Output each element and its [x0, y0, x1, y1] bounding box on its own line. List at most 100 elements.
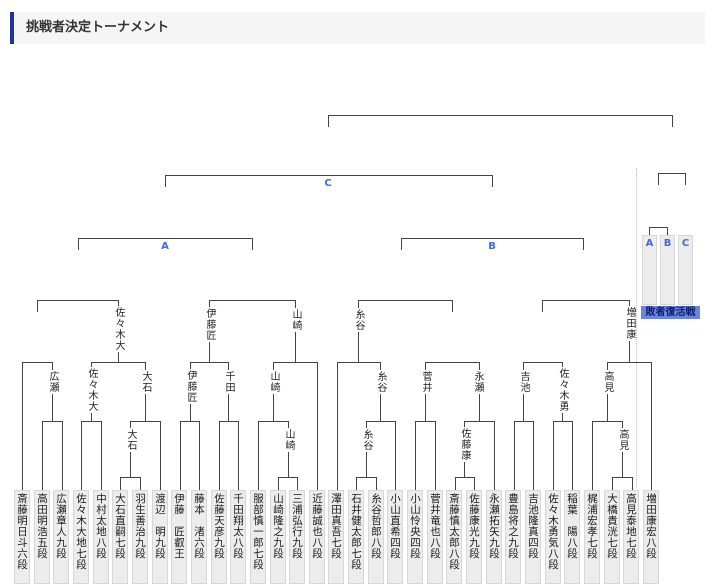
- player-box: 山崎隆之九段: [270, 490, 286, 584]
- player-box-text: 澤田真吾七段: [330, 493, 342, 559]
- bracket-line-vertical: [297, 477, 299, 490]
- player-box-text: 永瀬拓矢九段: [488, 493, 500, 559]
- player-box: 佐藤康光九段: [466, 490, 482, 584]
- bracket-line-vertical: [649, 227, 651, 235]
- bracket-line-vertical: [258, 421, 260, 490]
- repechage-divider: [636, 168, 637, 488]
- player-box-text: 斎藤慎太郎八段: [448, 493, 460, 570]
- player-box: 小山怜央四段: [407, 490, 423, 584]
- bracket-line-horizontal: [91, 362, 145, 364]
- bracket-line-horizontal: [37, 300, 118, 302]
- player-box: 佐々木大地七段: [73, 490, 89, 584]
- player-box-text: 石井健太郎七段: [350, 493, 362, 570]
- bracket-line-vertical: [160, 421, 162, 490]
- bracket-line-vertical: [415, 421, 417, 490]
- player-box-text: 大石直嗣七段: [114, 493, 126, 559]
- match-winner-label: 山崎: [267, 370, 279, 394]
- page-title: 挑戦者決定トーナメント: [26, 20, 170, 35]
- player-box-text: 佐藤天彦九段: [213, 493, 225, 559]
- bracket-line-horizontal: [514, 421, 533, 423]
- player-box: 千田翔太八段: [230, 490, 246, 584]
- match-winner-label: 大石: [139, 370, 151, 394]
- match-winner-label: 菅井: [419, 370, 431, 394]
- bracket-line-horizontal: [337, 362, 380, 364]
- player-box: 広瀬章人九段: [53, 490, 69, 584]
- player-box: 斎藤慎太郎八段: [446, 490, 462, 584]
- match-winner-label: 佐々木勇: [556, 367, 568, 413]
- player-box-text: 糸谷哲郎八段: [370, 493, 382, 559]
- match-winner-label: 永瀬: [471, 370, 483, 394]
- player-box-text: 羽生善治九段: [134, 493, 146, 559]
- player-box-text: 渡辺 明九段: [154, 493, 166, 559]
- match-winner-label: 広瀬: [46, 370, 58, 394]
- bracket-line-vertical: [101, 421, 103, 490]
- repechage-title: 敗者復活戦: [641, 306, 700, 319]
- bracket-line-vertical: [356, 477, 358, 490]
- bracket-line-horizontal: [464, 421, 494, 423]
- bracket-line-vertical: [542, 300, 544, 312]
- bracket-line-horizontal: [523, 362, 562, 364]
- player-box: 服部慎一郎七段: [250, 490, 266, 584]
- bracket-line-vertical: [199, 421, 201, 490]
- bracket-line-horizontal: [120, 477, 140, 479]
- player-box-text: 伊藤 匠叡王: [173, 493, 185, 559]
- page-title-bar: 挑戦者決定トーナメント: [10, 12, 705, 44]
- bracket-line-vertical: [22, 362, 24, 490]
- bracket-line-horizontal: [78, 238, 252, 240]
- bracket-line-horizontal: [607, 362, 651, 364]
- bracket-line-vertical: [278, 477, 280, 490]
- match-winner-label: 山崎: [282, 428, 294, 452]
- player-box-text: 佐々木勇気八段: [547, 493, 559, 570]
- bracket-line-vertical: [494, 421, 496, 490]
- bracket-line-horizontal: [328, 115, 672, 117]
- bracket-line-horizontal: [190, 362, 228, 364]
- bracket-line-horizontal: [649, 227, 667, 229]
- bracket-line-vertical: [553, 421, 555, 490]
- player-box: 羽生善治九段: [132, 490, 148, 584]
- bracket-line-vertical: [583, 238, 585, 250]
- bracket-line-vertical: [452, 300, 454, 312]
- bracket-line-horizontal: [209, 300, 295, 302]
- repechage-slot-label: C: [681, 238, 690, 249]
- bracket-line-horizontal: [219, 421, 238, 423]
- player-box-text: 斎藤明日斗六段: [16, 493, 28, 570]
- repechage-slot-label: B: [663, 238, 672, 249]
- repechage-slot-a: A: [642, 235, 657, 305]
- bracket-line-vertical: [455, 477, 457, 490]
- bracket-line-vertical: [572, 421, 574, 490]
- bracket-line-horizontal: [165, 175, 492, 177]
- bracket-line-horizontal: [425, 362, 479, 364]
- player-box-text: 中村太地八段: [95, 493, 107, 559]
- bracket-line-horizontal: [81, 421, 101, 423]
- bracket-line-horizontal: [366, 421, 395, 423]
- player-box: 藤本 渚六段: [191, 490, 207, 584]
- player-box: 澤田真吾七段: [328, 490, 344, 584]
- bracket-line-vertical: [180, 421, 182, 490]
- player-box: 伊藤 匠叡王: [171, 490, 187, 584]
- bracket-line-vertical: [395, 421, 397, 490]
- match-winner-label: 佐藤康: [458, 427, 470, 462]
- match-winner-label: 山崎: [289, 308, 301, 332]
- player-box: 菅井竜也八段: [427, 490, 443, 584]
- bracket-line-vertical: [78, 238, 80, 250]
- match-winner-label: 佐々木大: [85, 367, 97, 413]
- bracket-line-horizontal: [22, 362, 52, 364]
- player-box-text: 稲葉 陽八段: [566, 493, 578, 559]
- section-label-c: C: [324, 178, 332, 189]
- player-box-text: 佐藤康光九段: [468, 493, 480, 559]
- player-box: 高田明浩五段: [34, 490, 50, 584]
- bracket-line-vertical: [252, 238, 254, 250]
- bracket-line-vertical: [317, 362, 319, 490]
- player-box-text: 山崎隆之九段: [272, 493, 284, 559]
- bracket-line-vertical: [37, 300, 39, 312]
- bracket-line-vertical: [612, 477, 614, 490]
- player-box-text: 吉池隆真四段: [527, 493, 539, 559]
- bracket-line-horizontal: [455, 477, 474, 479]
- player-box: 稲葉 陽八段: [564, 490, 580, 584]
- bracket-line-vertical: [667, 227, 669, 235]
- section-label-a: A: [161, 241, 169, 252]
- player-box-text: 大橋貴洸七段: [606, 493, 618, 559]
- match-winner-label: 高見: [616, 428, 628, 452]
- player-box: 佐藤天彦九段: [211, 490, 227, 584]
- bracket-line-vertical: [238, 421, 240, 490]
